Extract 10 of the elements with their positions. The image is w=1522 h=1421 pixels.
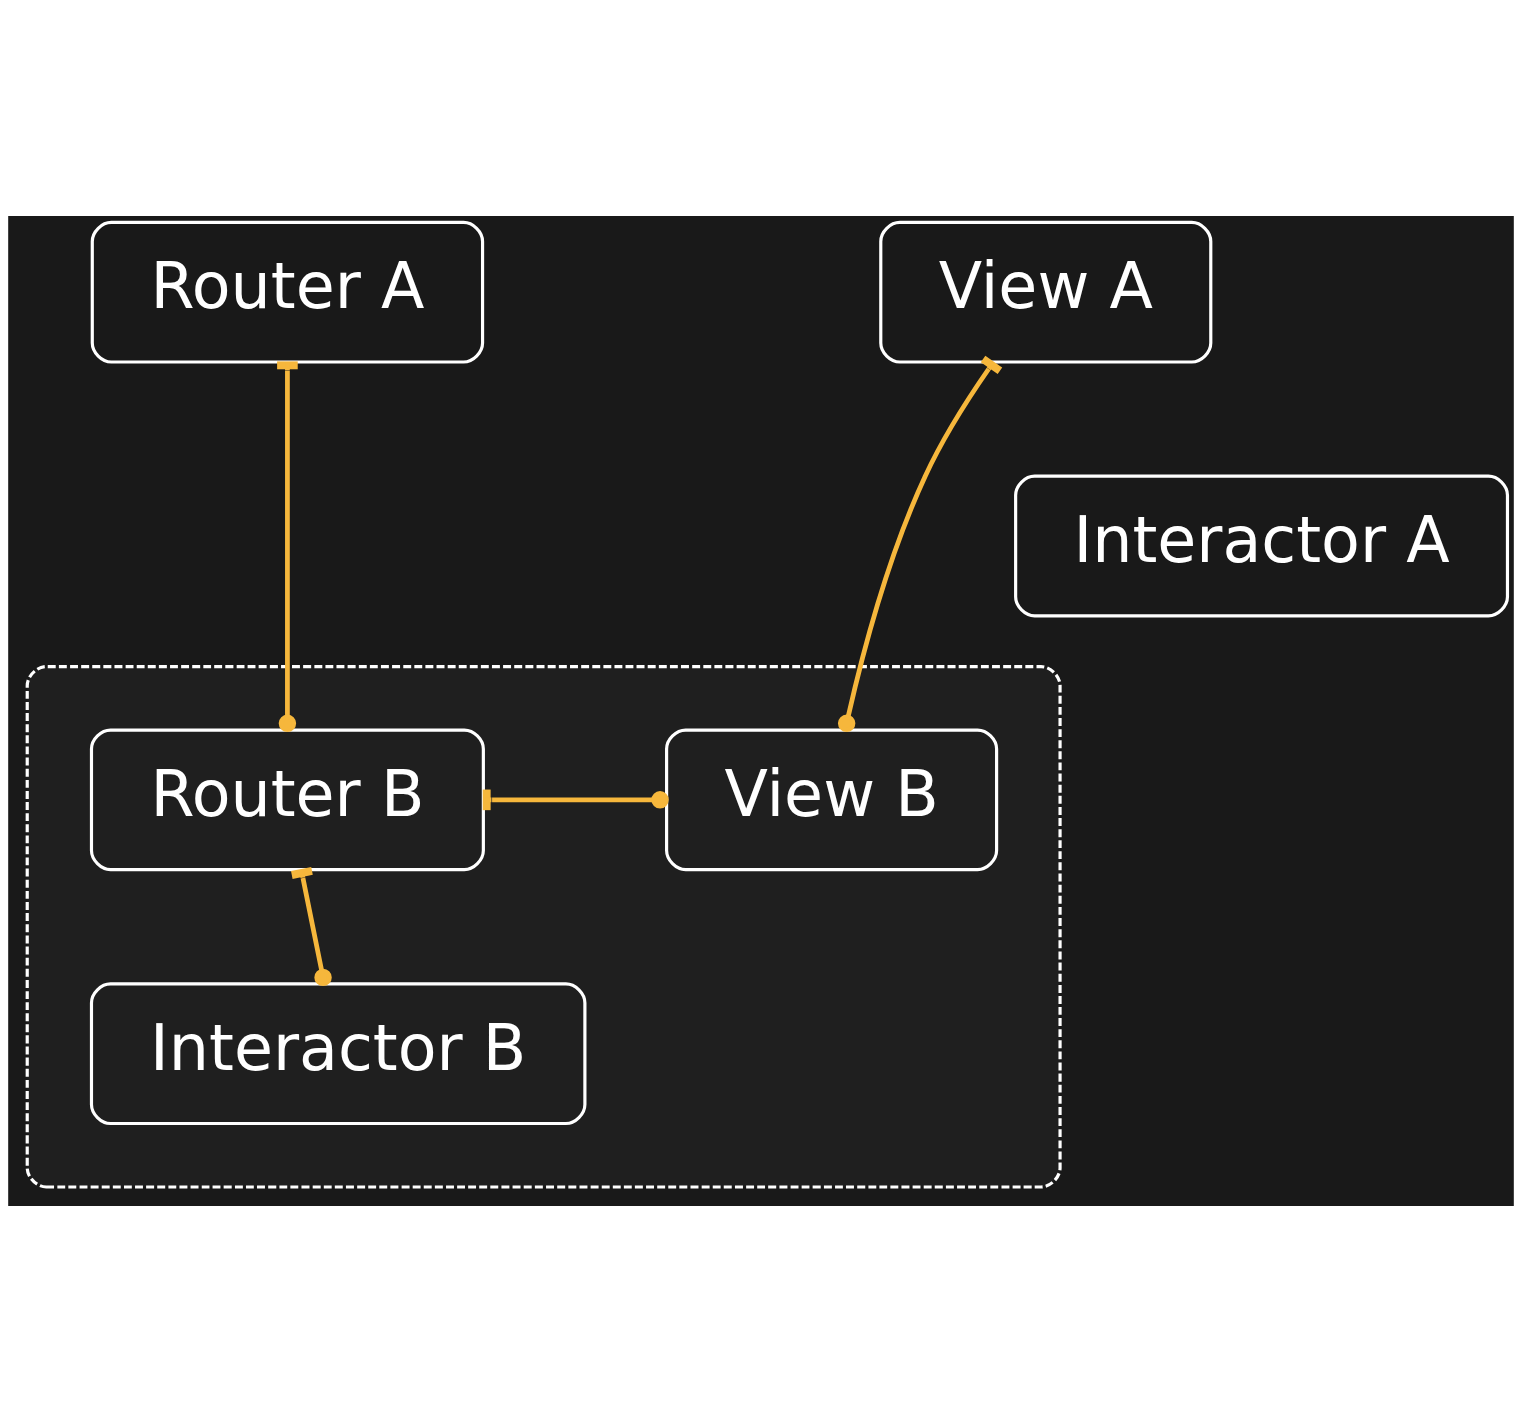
node-box: View A — [879, 220, 1213, 364]
node-box: Interactor B — [89, 981, 587, 1125]
node-box: View B — [665, 727, 999, 871]
connector — [277, 360, 298, 732]
node-box: Router A — [90, 220, 485, 364]
cluster — [25, 664, 1062, 1189]
node-box: Router B — [89, 727, 485, 871]
connector — [291, 866, 332, 986]
node-box: Interactor A — [1014, 474, 1510, 617]
connector — [837, 355, 1003, 732]
